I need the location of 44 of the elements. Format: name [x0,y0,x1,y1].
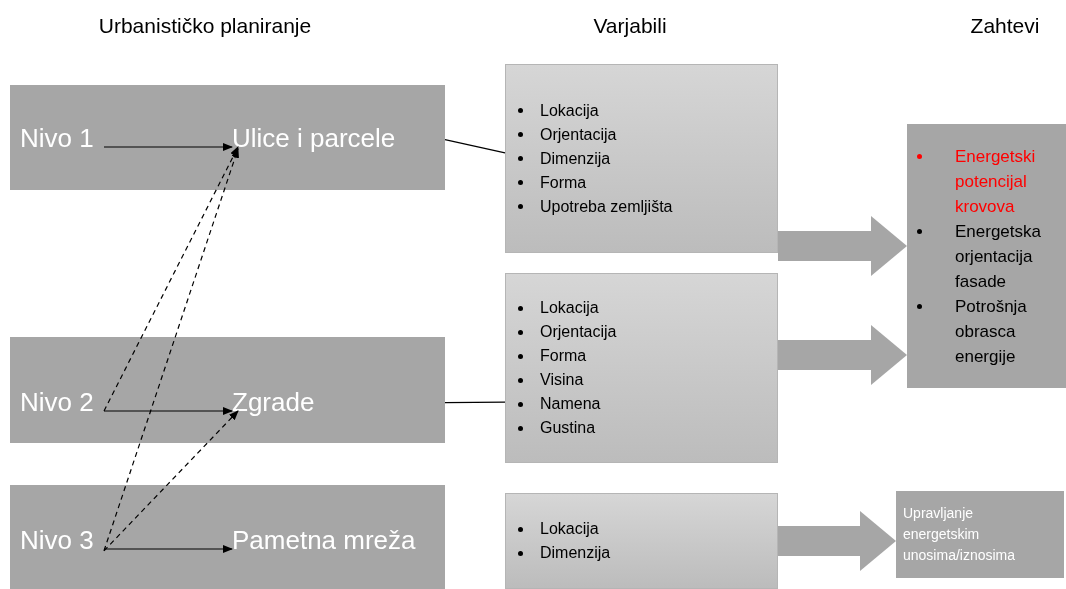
block-arrow [778,216,907,276]
block-arrow [778,325,907,385]
variables-box [505,273,778,463]
level-label: Nivo 3 [20,522,104,558]
list-item-text: Dimenzija [540,148,611,169]
list-item-text: Lokacija [540,519,599,539]
level-label: Nivo 2 [20,384,104,420]
list-item-text: Orjentacija [540,322,617,342]
variables-box [505,493,778,589]
list-item-text: Namena [540,394,601,414]
list-item-text: Visina [540,370,584,390]
arrow [103,143,233,151]
list-item-text: Forma [540,172,587,193]
level-band [10,85,445,190]
level-label: Zgrade [232,384,352,420]
level-label: Nivo 1 [20,120,104,156]
list-item-text: Dimenzija [540,543,611,563]
list-item-text: Forma [540,346,587,366]
column-heading: Varjabili [592,13,668,39]
column-heading: Urbanističko planiranje [97,13,313,39]
list-item-text: Lokacija [540,100,599,121]
list-item-text: Potrošnja obrasca energije [955,295,1028,368]
connector-line [444,139,506,154]
list-item-text: Energetska orjentacija fasade [955,220,1042,293]
block-arrow [778,511,896,571]
variables-box [505,64,778,253]
list-item-text: Lokacija [540,298,599,318]
column-heading: Zahtevi [969,13,1041,39]
list-item-text: Gustina [540,418,596,438]
connector-line [444,401,506,404]
level-band [10,337,445,443]
arrow [103,545,233,553]
arrow [103,407,233,415]
arrow [103,146,239,412]
level-label: Pametna mreža [232,522,437,558]
requirements-box [907,124,1066,388]
list-item-text: Orjentacija [540,124,617,145]
list-item-text: Upotreba zemljišta [540,196,673,217]
list-item-text: Energetski potencijal krovova [955,145,1037,218]
arrow [103,410,239,552]
arrow [103,147,239,552]
requirement-box: Upravljanje energetskim unosima/iznosima [896,491,1064,578]
level-band [10,485,445,589]
level-label: Ulice i parcele [232,120,422,156]
